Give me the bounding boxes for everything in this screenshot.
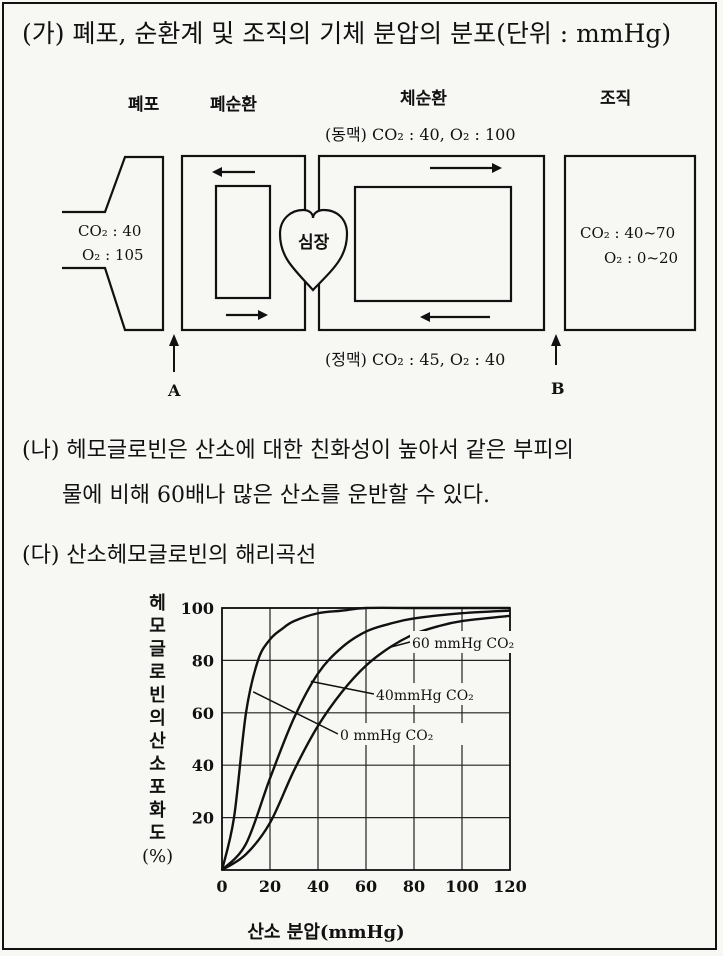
x-tick-label: 100: [445, 877, 478, 896]
arrow-right-icon: [258, 310, 268, 320]
y-tick-label: 100: [181, 599, 214, 618]
y-tick-label: 60: [192, 704, 214, 723]
section-da-title: (다) 산소헤모글로빈의 해리곡선: [22, 543, 317, 568]
y-tick-label: 20: [192, 809, 214, 828]
x-tick-label: 20: [259, 877, 281, 896]
heart-icon: [278, 208, 349, 292]
arrow-right-icon: [492, 163, 502, 173]
section-na-line2: 물에 비해 60배나 많은 산소를 운반할 수 있다.: [62, 483, 491, 508]
arrow-left-icon: [212, 167, 222, 177]
chart-xlabel: 산소 분압(mmHg): [247, 922, 404, 943]
alveoli-label: 폐포: [128, 95, 160, 115]
arrow-up-icon: [551, 334, 561, 346]
systemic-inner: [353, 185, 513, 303]
x-tick-label: 40: [307, 877, 329, 896]
tissue-o2: O₂ : 0~20: [604, 249, 678, 267]
pulmonary-label: 폐순환: [210, 95, 257, 115]
arrow-up-icon: [169, 334, 179, 346]
series-line-0: [220, 606, 510, 871]
pulmonary-inner: [214, 184, 272, 300]
tissue-co2: CO₂ : 40~70: [580, 224, 675, 242]
circulation-diagram: 폐포 폐순환 체순환 조직 (동맥) CO₂ : 40, O₂ : 100 CO…: [62, 89, 697, 400]
tissue-box: [563, 154, 697, 332]
label-bg: [338, 723, 466, 745]
leader-line: [310, 680, 375, 695]
label-bg: [374, 683, 502, 705]
x-tick-label: 120: [493, 877, 526, 896]
series-label: 0 mmHg CO₂: [340, 728, 433, 744]
artery-label: (동맥) CO₂ : 40, O₂ : 100: [325, 125, 516, 144]
leader-line: [252, 691, 339, 735]
series-label: 40mmHg CO₂: [376, 688, 474, 704]
heart-label: 심장: [298, 233, 330, 253]
systemic-label: 체순환: [400, 89, 447, 109]
section-na-line1: (나) 헤모글로빈은 산소에 대한 친화성이 높아서 같은 부피의: [22, 438, 574, 463]
series-line-1: [221, 609, 511, 871]
x-tick-label: 0: [216, 877, 227, 896]
y-tick-label: 40: [192, 756, 214, 775]
point-b: B: [551, 379, 565, 398]
series-line-2: [221, 614, 511, 872]
y-tick-label: 80: [192, 651, 214, 670]
alveoli-shape: [62, 155, 165, 332]
vein-label: (정맥) CO₂ : 45, O₂ : 40: [325, 350, 505, 369]
leader-line: [389, 641, 411, 649]
arrow-left-icon: [420, 312, 430, 322]
series-label: 60 mmHg CO₂: [412, 636, 514, 652]
alveoli-o2: O₂ : 105: [82, 246, 144, 264]
x-tick-label: 60: [355, 877, 377, 896]
section-ga-title: (가) 폐포, 순환계 및 조직의 기체 분압의 분포(단위 : mmHg): [22, 19, 672, 48]
point-a: A: [167, 381, 181, 400]
label-bg: [410, 631, 538, 653]
x-tick-label: 80: [403, 877, 425, 896]
tissue-label: 조직: [600, 89, 631, 109]
alveoli-co2: CO₂ : 40: [78, 222, 141, 240]
